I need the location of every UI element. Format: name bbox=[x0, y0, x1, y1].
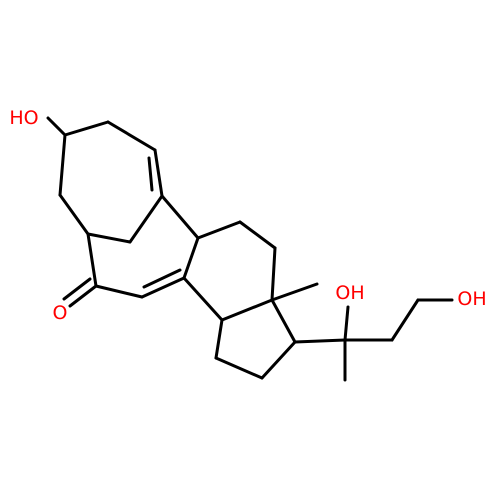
bond bbox=[182, 276, 224, 322]
bond bbox=[220, 298, 274, 322]
bond bbox=[62, 277, 92, 301]
bond bbox=[293, 338, 347, 344]
bond bbox=[68, 284, 98, 308]
primary-hydroxyl-label: OH bbox=[457, 288, 486, 310]
bond bbox=[343, 305, 350, 342]
bond-lines bbox=[46, 116, 454, 382]
atom-labels: HO O OH OH bbox=[9, 107, 486, 324]
bond bbox=[140, 276, 186, 299]
ketone-oxygen-label: O bbox=[53, 302, 68, 324]
bond bbox=[106, 120, 157, 152]
bond bbox=[94, 284, 144, 299]
bond bbox=[270, 282, 319, 302]
bond bbox=[86, 232, 98, 288]
bond bbox=[214, 318, 224, 360]
bond bbox=[142, 268, 182, 289]
bond bbox=[58, 133, 67, 197]
bond bbox=[147, 156, 154, 192]
bond bbox=[86, 232, 132, 244]
bond bbox=[58, 193, 90, 236]
bond bbox=[128, 194, 164, 244]
tertiary-hydroxyl-label: OH bbox=[335, 282, 364, 304]
bond bbox=[270, 246, 277, 302]
bond bbox=[46, 116, 67, 137]
bond bbox=[270, 298, 297, 344]
bond bbox=[153, 148, 164, 198]
bond bbox=[196, 220, 242, 240]
bond bbox=[390, 298, 420, 342]
bond bbox=[160, 194, 200, 240]
bond bbox=[182, 236, 200, 280]
bond bbox=[63, 120, 110, 137]
bond bbox=[214, 356, 264, 380]
bond bbox=[238, 220, 277, 250]
ring-hydroxyl-label: HO bbox=[9, 107, 38, 129]
bond bbox=[260, 340, 297, 380]
